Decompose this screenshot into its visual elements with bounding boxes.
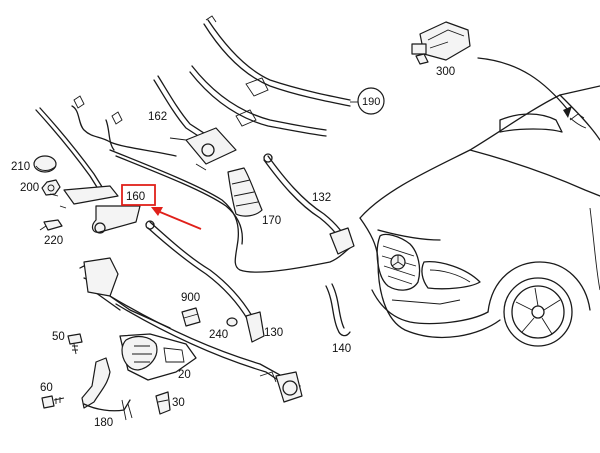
cap-part-210 — [33, 155, 57, 173]
highlight-arrow-line — [159, 211, 202, 230]
wiper-arm-part-162 — [153, 75, 237, 171]
rain-sensor-part-300 — [411, 21, 471, 65]
label-132: 132 — [312, 192, 331, 204]
clip-part-220 — [39, 219, 63, 231]
label-50: 50 — [52, 331, 65, 343]
label-240: 240 — [209, 329, 228, 341]
wire-harness — [71, 95, 351, 273]
wiper-arm-part-132 — [263, 153, 355, 255]
bolt-part-60 — [41, 395, 65, 409]
highlight-arrowhead — [151, 207, 163, 216]
pointer-arrow-line — [477, 57, 569, 111]
label-170: 170 — [262, 215, 281, 227]
label-20: 20 — [178, 369, 191, 381]
label-300: 300 — [436, 66, 455, 78]
wiper-linkage-frame — [79, 257, 303, 403]
nut-part-200 — [41, 179, 61, 196]
label-160: 160 — [126, 191, 145, 203]
washer-part-240 — [226, 317, 238, 327]
callout-circle-190 — [357, 87, 385, 115]
bolt-part-50 — [67, 333, 83, 355]
label-210: 210 — [11, 161, 30, 173]
wiper-arm-part-130 — [145, 220, 265, 343]
wiper-arm-part-160 — [35, 107, 141, 234]
car-outline — [359, 85, 600, 347]
label-130: 130 — [264, 327, 283, 339]
label-220: 220 — [44, 235, 63, 247]
pointer-arrowhead — [563, 106, 572, 118]
clip-part-30 — [155, 391, 171, 415]
hose-part-140 — [325, 283, 351, 337]
label-30: 30 — [172, 397, 185, 409]
boot-part-170 — [227, 167, 263, 217]
label-60: 60 — [40, 382, 53, 394]
label-200: 200 — [20, 182, 39, 194]
label-190: 190 — [362, 96, 380, 108]
label-900: 900 — [181, 292, 200, 304]
label-180: 180 — [94, 417, 113, 429]
highlight-box-160 — [121, 184, 156, 206]
bracket-part-180 — [81, 357, 133, 421]
label-140: 140 — [332, 343, 351, 355]
grommet-part-900 — [181, 307, 201, 327]
label-162: 162 — [148, 111, 167, 123]
wiper-blade-part-190 — [189, 15, 351, 137]
